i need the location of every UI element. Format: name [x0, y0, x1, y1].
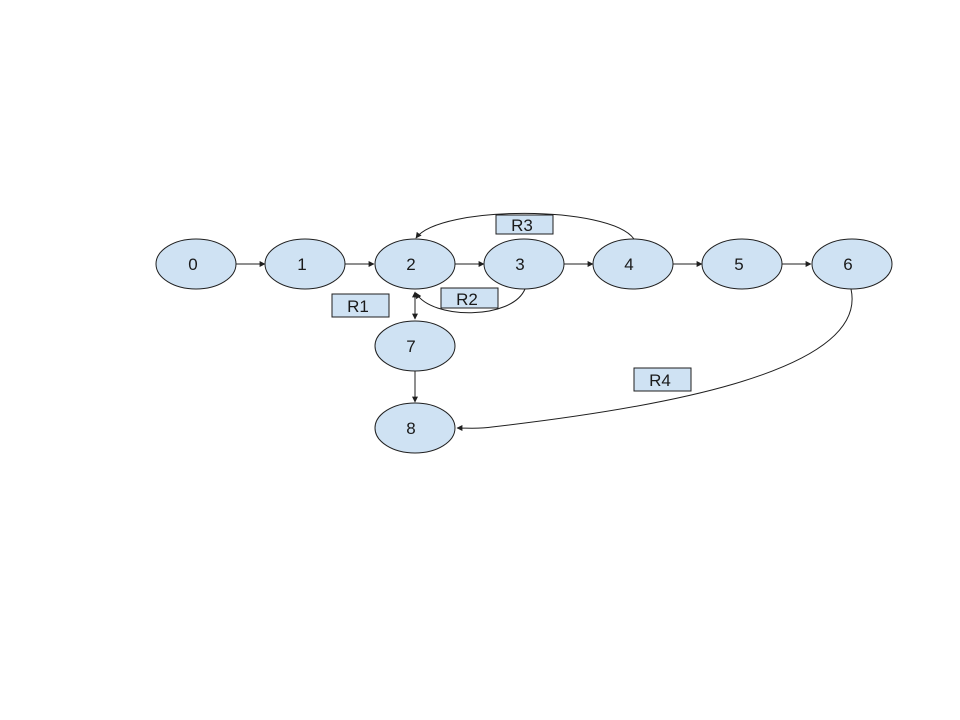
node-5-label: 5: [734, 255, 743, 274]
region-label-r4-text: R4: [649, 371, 671, 390]
node-8-label: 8: [406, 419, 415, 438]
node-5: 5: [701, 238, 783, 290]
node-6: 6: [811, 238, 893, 290]
node-7-label: 7: [406, 337, 415, 356]
node-3: 3: [483, 238, 565, 290]
node-0: 0: [155, 238, 237, 290]
node-6-label: 6: [843, 255, 852, 274]
edge-3-2-back: [415, 288, 526, 314]
node-1-label: 1: [297, 255, 306, 274]
edges: [236, 212, 853, 432]
node-1: 1: [264, 238, 346, 290]
node-4-label: 4: [624, 255, 633, 274]
node-8: 8: [374, 402, 456, 454]
region-label-r4: R4: [633, 367, 692, 392]
edge-4-2-back: [415, 212, 635, 240]
region-label-r1: R1: [331, 293, 390, 318]
node-3-label: 3: [515, 255, 524, 274]
node-2-label: 2: [406, 255, 415, 274]
region-label-r2-text: R2: [456, 290, 478, 309]
node-2: 2: [374, 238, 456, 290]
node-0-label: 0: [188, 255, 197, 274]
nodes: 0 1 2 3 4 5 6 7: [155, 238, 893, 454]
node-7: 7: [374, 320, 456, 372]
region-labels: R1 R2 R3 R4: [331, 214, 692, 392]
region-label-r2: R2: [440, 287, 499, 309]
node-4: 4: [592, 238, 674, 290]
edge-6-8: [456, 288, 853, 432]
region-label-r3: R3: [495, 214, 554, 235]
region-label-r3-text: R3: [511, 216, 533, 235]
region-label-r1-text: R1: [347, 297, 369, 316]
